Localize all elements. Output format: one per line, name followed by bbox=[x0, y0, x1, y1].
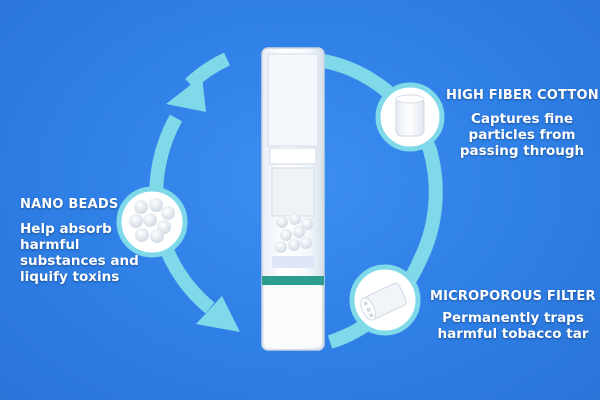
feature-description: Captures fine particles from passing thr… bbox=[459, 111, 585, 159]
feature-nano-beads: NANO BEADS Help absorb harmful substance… bbox=[20, 197, 140, 285]
feature-title: MICROPOROUS FILTER bbox=[430, 289, 596, 304]
feature-title: HIGH FIBER COTTON bbox=[446, 88, 599, 103]
tube-beads bbox=[275, 213, 313, 253]
feature-description: Permanently traps harmful tobacco tar bbox=[437, 310, 589, 342]
microporous-filter-icon bbox=[349, 264, 421, 336]
nano-beads-icon bbox=[116, 186, 188, 258]
feature-high-fiber-cotton: HIGH FIBER COTTON Captures fine particle… bbox=[446, 88, 599, 159]
cotton-roll-icon bbox=[375, 82, 445, 152]
feature-description: Help absorb harmful substances and liqui… bbox=[20, 221, 139, 285]
feature-title: NANO BEADS bbox=[20, 197, 119, 212]
filter-tube bbox=[261, 47, 325, 351]
feature-microporous-filter: MICROPOROUS FILTER Permanently traps har… bbox=[430, 289, 596, 342]
